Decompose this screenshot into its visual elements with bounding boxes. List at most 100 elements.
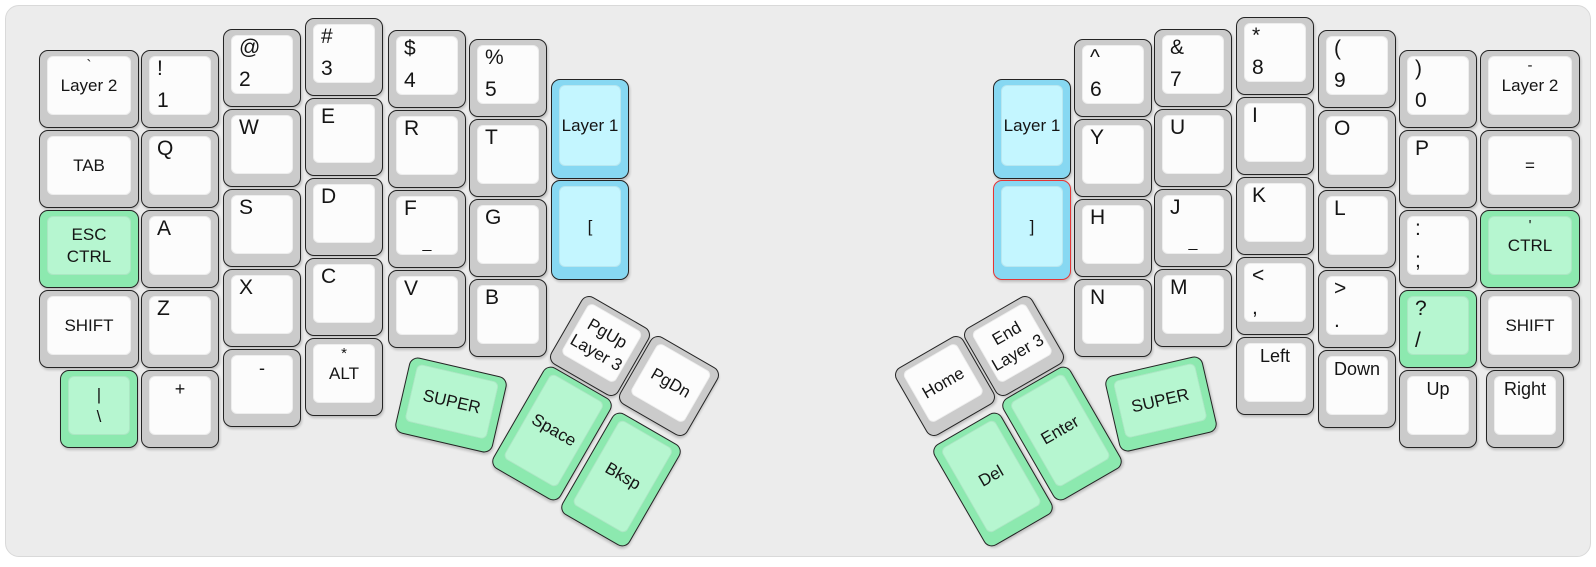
key-m[interactable]: M	[1154, 269, 1232, 347]
key-a[interactable]: A	[141, 210, 219, 288]
key-gt-period[interactable]: >.	[1318, 270, 1396, 348]
key-grave-layer2[interactable]: `Layer 2	[39, 50, 139, 128]
key-shift-right[interactable]: SHIFT	[1480, 290, 1580, 368]
key-rparen-0[interactable]: )0	[1399, 50, 1477, 128]
key-pipe-backslash[interactable]: |\	[60, 370, 138, 448]
key-u[interactable]: U	[1154, 109, 1232, 187]
key-legend: 9	[1334, 69, 1346, 92]
key-legend-stack: ALT	[314, 345, 374, 402]
key-v[interactable]: V	[388, 270, 466, 348]
key-s[interactable]: S	[223, 189, 301, 267]
key-super-left[interactable]: SUPER	[393, 355, 509, 455]
key-down-arrow[interactable]: Down	[1318, 350, 1396, 428]
key-up-arrow[interactable]: Up	[1399, 370, 1477, 448]
key-caret-6[interactable]: ^6	[1074, 39, 1152, 117]
keycap-surface: B	[477, 285, 539, 344]
keycap-surface: =	[1488, 136, 1572, 195]
keycap-surface: -Layer 2	[1488, 56, 1572, 115]
key-legend: Enter	[1037, 411, 1083, 449]
key-x[interactable]: X	[223, 269, 301, 347]
key-b[interactable]: B	[469, 279, 547, 357]
keycap-surface: [	[559, 186, 621, 267]
key-asterisk-8[interactable]: *8	[1236, 17, 1314, 95]
key-legend: Layer 1	[561, 115, 619, 135]
key-legend-stack: Layer 2	[48, 57, 130, 114]
keycap-surface: &7	[1162, 35, 1224, 94]
keycap-surface: J_	[1162, 195, 1224, 254]
key-f[interactable]: F_	[388, 190, 466, 268]
key-shift-left[interactable]: SHIFT	[39, 290, 139, 368]
key-lt-comma[interactable]: <,	[1236, 257, 1314, 335]
key-asterisk-alt[interactable]: *ALT	[305, 338, 383, 416]
key-legend: SHIFT	[1505, 315, 1555, 335]
key-legend: H	[1090, 206, 1106, 229]
key-colon-semicolon[interactable]: :;	[1399, 210, 1477, 288]
key-n[interactable]: N	[1074, 279, 1152, 357]
key-legend: Right	[1503, 379, 1547, 399]
key-percent-5[interactable]: %5	[469, 39, 547, 117]
key-legend: R	[404, 117, 420, 140]
key-tab[interactable]: TAB	[39, 130, 139, 208]
key-minus-left[interactable]: -	[223, 349, 301, 427]
key-g[interactable]: G	[469, 199, 547, 277]
key-legend: -	[1527, 57, 1533, 74]
key-j[interactable]: J_	[1154, 189, 1232, 267]
key-lbracket[interactable]: [	[551, 180, 629, 280]
key-legend: V	[404, 277, 419, 300]
key-legend: M	[1170, 276, 1188, 299]
keycap-surface: E	[313, 104, 375, 163]
key-p[interactable]: P	[1399, 130, 1477, 208]
key-i[interactable]: I	[1236, 97, 1314, 175]
key-legend: E	[321, 105, 336, 128]
key-t[interactable]: T	[469, 119, 547, 197]
key-legend: CTRL	[1507, 235, 1553, 255]
key-rbracket[interactable]: ]	[993, 180, 1071, 280]
key-legend-stack: PgDn	[631, 343, 711, 422]
key-amp-7[interactable]: &7	[1154, 29, 1232, 107]
key-layer1-left[interactable]: Layer 1	[551, 79, 629, 179]
keycap-surface: M	[1162, 275, 1224, 334]
key-equals[interactable]: =	[1480, 130, 1580, 208]
key-d[interactable]: D	[305, 178, 383, 256]
key-legend: Layer 2	[60, 75, 118, 95]
key-legend: S	[239, 196, 254, 219]
keycap-surface: @2	[231, 35, 293, 94]
key-legend: `	[86, 57, 92, 74]
key-legend: ^	[1090, 46, 1100, 69]
key-legend: ?	[1415, 297, 1427, 320]
key-h[interactable]: H	[1074, 199, 1152, 277]
key-question-slash[interactable]: ?/	[1399, 290, 1477, 368]
key-dollar-4[interactable]: $4	[388, 30, 466, 108]
key-legend: K	[1252, 184, 1267, 207]
keycap-surface: #3	[313, 24, 375, 83]
key-o[interactable]: O	[1318, 110, 1396, 188]
key-legend: <	[1252, 264, 1265, 287]
keycap-surface: -	[231, 355, 293, 414]
key-l[interactable]: L	[1318, 190, 1396, 268]
keycap-surface: )0	[1407, 56, 1469, 115]
key-q[interactable]: Q	[141, 130, 219, 208]
keycap-surface: SUPER	[404, 363, 500, 440]
key-c[interactable]: C	[305, 258, 383, 336]
key-y[interactable]: Y	[1074, 119, 1152, 197]
key-minus-layer2[interactable]: -Layer 2	[1480, 50, 1580, 128]
key-left-arrow[interactable]: Left	[1236, 337, 1314, 415]
key-at-2[interactable]: @2	[223, 29, 301, 107]
key-right-arrow[interactable]: Right	[1486, 370, 1564, 448]
key-lparen-9[interactable]: (9	[1318, 30, 1396, 108]
key-exclam-1[interactable]: !1	[141, 50, 219, 128]
key-w[interactable]: W	[223, 109, 301, 187]
key-legend-stack: =	[1489, 137, 1571, 194]
key-plus[interactable]: +	[141, 370, 219, 448]
key-z[interactable]: Z	[141, 290, 219, 368]
key-super-right[interactable]: SUPER	[1103, 354, 1219, 454]
key-legend: SHIFT	[64, 315, 114, 335]
key-e[interactable]: E	[305, 98, 383, 176]
key-quote-ctrl[interactable]: 'CTRL	[1480, 210, 1580, 288]
key-k[interactable]: K	[1236, 177, 1314, 255]
key-hash-3[interactable]: #3	[305, 18, 383, 96]
key-layer1-right[interactable]: Layer 1	[993, 79, 1071, 179]
key-r[interactable]: R	[388, 110, 466, 188]
